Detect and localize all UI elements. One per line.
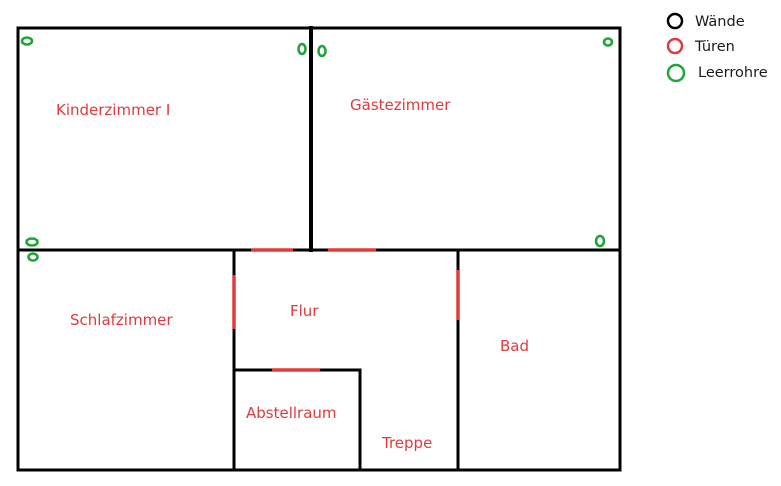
conduit-icon <box>297 42 307 56</box>
room-label-treppe: Treppe <box>381 434 432 452</box>
room-label-abstellraum: Abstellraum <box>246 404 337 422</box>
red-circle-icon <box>666 37 684 55</box>
conduit-icon <box>317 44 327 58</box>
conduit-icon <box>25 237 39 247</box>
room-label-gaestezimmer: Gästezimmer <box>350 96 451 114</box>
conduit-icon <box>602 37 614 47</box>
black-circle-icon <box>666 12 684 30</box>
room-labels: Kinderzimmer I Gästezimmer Schlafzimmer … <box>56 96 529 452</box>
legend-label-tueren: Türen <box>694 39 735 55</box>
legend-label-waende: Wände <box>695 14 745 30</box>
room-label-kinderzimmer: Kinderzimmer I <box>56 101 170 119</box>
conduits <box>20 36 614 262</box>
conduit-icon <box>20 36 34 46</box>
room-label-flur: Flur <box>290 302 319 320</box>
room-label-bad: Bad <box>500 337 529 355</box>
conduit-icon <box>27 252 39 262</box>
green-circle-icon <box>666 63 686 83</box>
legend: Wände Türen Leerrohre <box>666 12 768 83</box>
legend-label-leerrohre: Leerrohre <box>698 65 768 81</box>
doors <box>232 248 460 372</box>
room-label-schlafzimmer: Schlafzimmer <box>70 311 173 329</box>
conduit-icon <box>594 234 606 248</box>
